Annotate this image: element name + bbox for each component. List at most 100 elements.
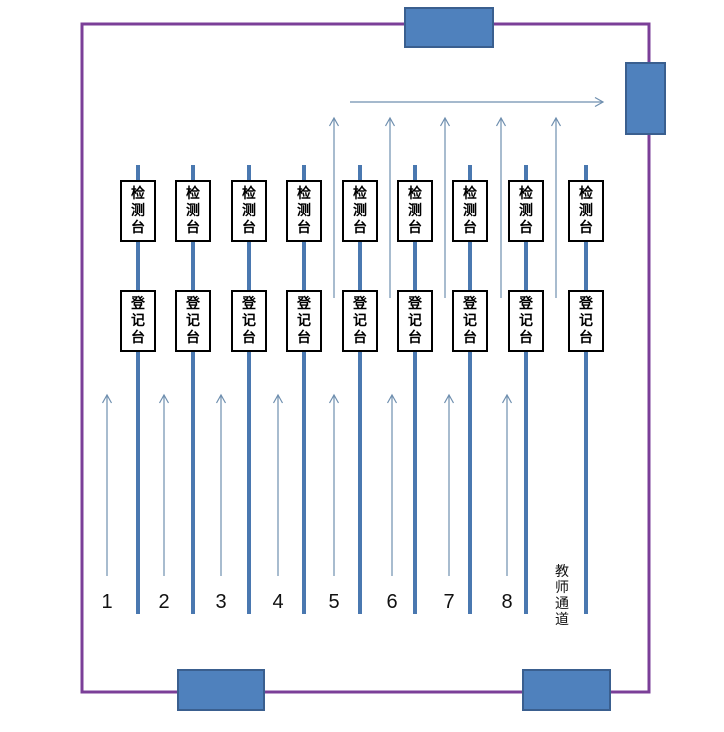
station-char: 台 <box>463 329 477 346</box>
teacher-passage-label: 教师通道 <box>552 564 572 628</box>
station-char: 测 <box>131 202 145 219</box>
station-char: 检 <box>353 185 367 202</box>
exit-arrow <box>384 116 396 298</box>
station-char: 台 <box>463 219 477 236</box>
lane-number: 3 <box>215 591 227 613</box>
station-char: 测 <box>297 202 311 219</box>
station-char: 台 <box>242 219 256 236</box>
lane-number: 7 <box>443 591 455 613</box>
bottom-right-door <box>522 669 611 711</box>
lane-number: 8 <box>501 591 513 613</box>
station-char: 测 <box>242 202 256 219</box>
detection-station: 检测台 <box>286 180 322 242</box>
station-char: 登 <box>186 295 200 312</box>
station-char: 检 <box>519 185 533 202</box>
station-char: 登 <box>353 295 367 312</box>
detection-station: 检测台 <box>508 180 544 242</box>
top-door <box>404 7 494 48</box>
registration-station: 登记台 <box>342 290 378 352</box>
lane-number: 6 <box>386 591 398 613</box>
lane-number: 1 <box>101 591 113 613</box>
lane-entry-arrow <box>101 393 113 576</box>
teacher-passage-char: 通 <box>555 596 569 612</box>
teacher-passage-char: 教 <box>555 564 569 580</box>
detection-station: 检测台 <box>452 180 488 242</box>
teacher-passage-char: 道 <box>555 612 569 628</box>
registration-station: 登记台 <box>508 290 544 352</box>
station-char: 记 <box>131 312 145 329</box>
station-char: 记 <box>353 312 367 329</box>
registration-station: 登记台 <box>397 290 433 352</box>
lane-number: 5 <box>328 591 340 613</box>
exit-direction-arrow <box>350 96 605 108</box>
lane-entry-arrow <box>443 393 455 576</box>
station-char: 台 <box>242 329 256 346</box>
registration-station: 登记台 <box>120 290 156 352</box>
station-char: 台 <box>519 219 533 236</box>
lane-entry-arrow <box>158 393 170 576</box>
detection-station: 检测台 <box>568 180 604 242</box>
exit-arrow <box>495 116 507 298</box>
station-char: 检 <box>186 185 200 202</box>
registration-station: 登记台 <box>286 290 322 352</box>
station-char: 登 <box>242 295 256 312</box>
exit-arrow <box>328 116 340 298</box>
station-char: 台 <box>297 219 311 236</box>
teacher-passage-char: 师 <box>555 580 569 596</box>
registration-station: 登记台 <box>568 290 604 352</box>
station-char: 检 <box>297 185 311 202</box>
lane-number: 4 <box>272 591 284 613</box>
lane-entry-arrow <box>272 393 284 576</box>
station-char: 检 <box>463 185 477 202</box>
station-char: 台 <box>519 329 533 346</box>
registration-station: 登记台 <box>452 290 488 352</box>
station-char: 检 <box>131 185 145 202</box>
station-char: 测 <box>353 202 367 219</box>
station-char: 台 <box>186 219 200 236</box>
station-char: 台 <box>579 329 593 346</box>
station-char: 记 <box>408 312 422 329</box>
room-border <box>80 22 651 694</box>
detection-station: 检测台 <box>342 180 378 242</box>
detection-station: 检测台 <box>120 180 156 242</box>
exit-arrow <box>439 116 451 298</box>
station-char: 测 <box>186 202 200 219</box>
lane-entry-arrow <box>386 393 398 576</box>
station-char: 台 <box>297 329 311 346</box>
station-char: 记 <box>519 312 533 329</box>
station-char: 记 <box>297 312 311 329</box>
station-char: 登 <box>519 295 533 312</box>
top-right-door <box>625 62 666 135</box>
station-char: 记 <box>242 312 256 329</box>
station-char: 台 <box>131 329 145 346</box>
station-char: 记 <box>579 312 593 329</box>
station-char: 记 <box>463 312 477 329</box>
detection-station: 检测台 <box>175 180 211 242</box>
station-char: 台 <box>408 219 422 236</box>
station-char: 测 <box>519 202 533 219</box>
station-char: 检 <box>579 185 593 202</box>
station-char: 检 <box>242 185 256 202</box>
station-char: 台 <box>408 329 422 346</box>
station-char: 台 <box>579 219 593 236</box>
detection-station: 检测台 <box>231 180 267 242</box>
registration-station: 登记台 <box>175 290 211 352</box>
station-char: 台 <box>353 329 367 346</box>
exit-arrow <box>550 116 562 298</box>
station-char: 台 <box>131 219 145 236</box>
lane-entry-arrow <box>215 393 227 576</box>
registration-station: 登记台 <box>231 290 267 352</box>
station-char: 测 <box>408 202 422 219</box>
bottom-left-door <box>177 669 265 711</box>
station-char: 登 <box>297 295 311 312</box>
station-char: 登 <box>463 295 477 312</box>
station-char: 台 <box>186 329 200 346</box>
lane-entry-arrow <box>328 393 340 576</box>
station-char: 登 <box>408 295 422 312</box>
station-char: 检 <box>408 185 422 202</box>
station-char: 登 <box>579 295 593 312</box>
station-char: 测 <box>579 202 593 219</box>
station-char: 登 <box>131 295 145 312</box>
lane-entry-arrow <box>501 393 513 576</box>
